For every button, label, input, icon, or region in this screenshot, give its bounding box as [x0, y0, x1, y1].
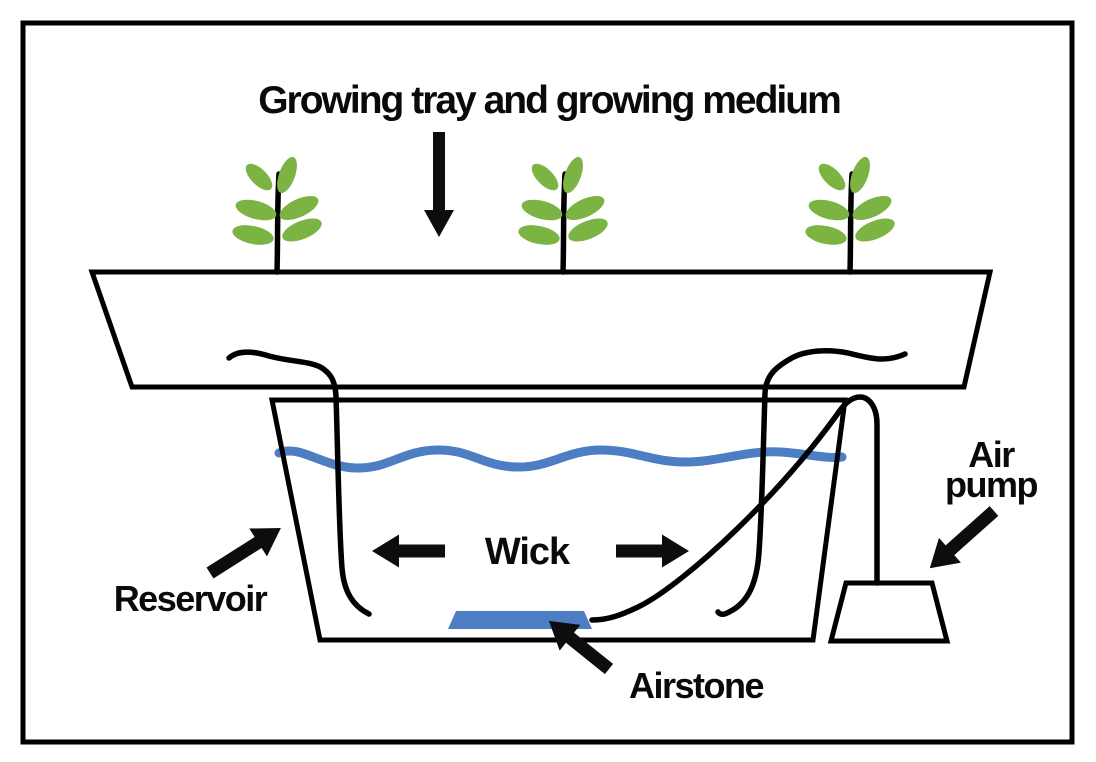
airstone-arrow-icon	[548, 620, 614, 675]
label-air-pump-line2: pump	[945, 464, 1037, 505]
plant-middle	[517, 154, 611, 272]
wick-right-arrow-icon	[616, 534, 689, 568]
reservoir-arrow-icon	[206, 527, 281, 579]
reservoir-tub	[268, 397, 848, 643]
label-airstone: Airstone	[629, 665, 764, 706]
growing-tray	[88, 269, 994, 390]
water-surface	[274, 445, 847, 473]
outer-border	[20, 20, 1075, 745]
label-air-pump-line1: Air	[968, 434, 1015, 475]
wick-right	[715, 348, 908, 617]
air-pump-body	[827, 580, 951, 644]
plant-right	[804, 154, 898, 272]
wick-left-arrow-icon	[372, 534, 445, 568]
air-tube	[589, 394, 880, 623]
label-reservoir: Reservoir	[114, 578, 268, 619]
label-wick: Wick	[485, 531, 571, 573]
title-growing-tray: Growing tray and growing medium	[258, 79, 840, 122]
plant-left	[231, 154, 325, 272]
air-pump-arrow-icon	[929, 506, 999, 569]
down-arrow-icon	[424, 132, 454, 237]
wick-left	[226, 349, 372, 617]
